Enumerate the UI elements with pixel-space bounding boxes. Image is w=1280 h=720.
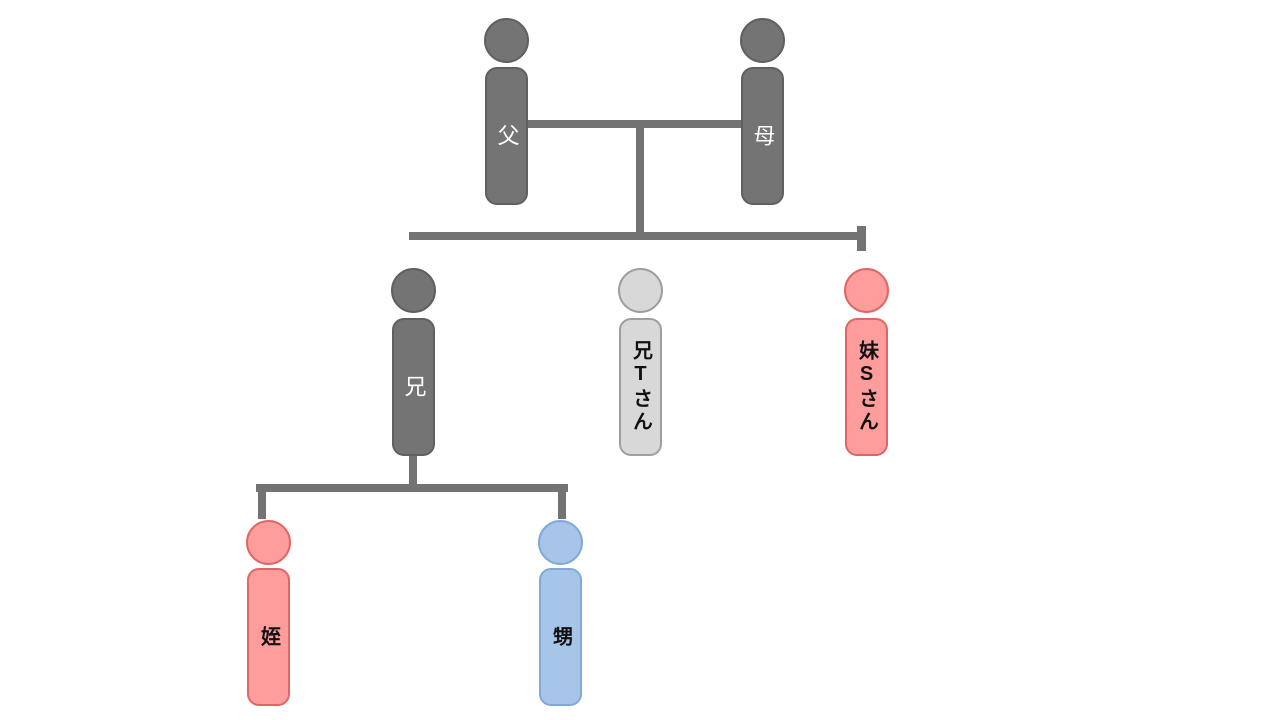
brother-body: 兄: [392, 318, 435, 456]
father-head-icon: [484, 18, 529, 63]
connector-drop-niece: [258, 488, 266, 519]
mother-head-icon: [740, 18, 785, 63]
nephew-head-icon: [538, 520, 583, 565]
brother-t-label: 兄Tさん: [629, 340, 652, 434]
connector-children-line: [256, 484, 568, 492]
niece-body: 姪: [247, 568, 290, 706]
nephew-body: 甥: [539, 568, 582, 706]
connector-parent-stem: [636, 122, 644, 236]
brother-t-head-icon: [618, 268, 663, 313]
niece-label: 姪: [257, 625, 280, 649]
sister-s-body: 妹Sさん: [845, 318, 888, 456]
father-label: 父: [494, 123, 520, 149]
connector-drop-nephew: [558, 488, 566, 519]
brother-head-icon: [391, 268, 436, 313]
brother-label: 兄: [401, 374, 427, 400]
sister-s-head-icon: [844, 268, 889, 313]
niece-head-icon: [246, 520, 291, 565]
connector-brother-stem: [409, 454, 417, 488]
connector-siblings-line: [409, 232, 866, 240]
father-body: 父: [485, 67, 528, 205]
sister-s-label: 妹Sさん: [855, 340, 878, 434]
connector-marriage-line: [528, 120, 741, 128]
connector-sibling-right-cap: [857, 226, 866, 251]
brother-t-body: 兄Tさん: [619, 318, 662, 456]
mother-label: 母: [750, 123, 776, 149]
mother-body: 母: [741, 67, 784, 205]
nephew-label: 甥: [549, 625, 572, 649]
